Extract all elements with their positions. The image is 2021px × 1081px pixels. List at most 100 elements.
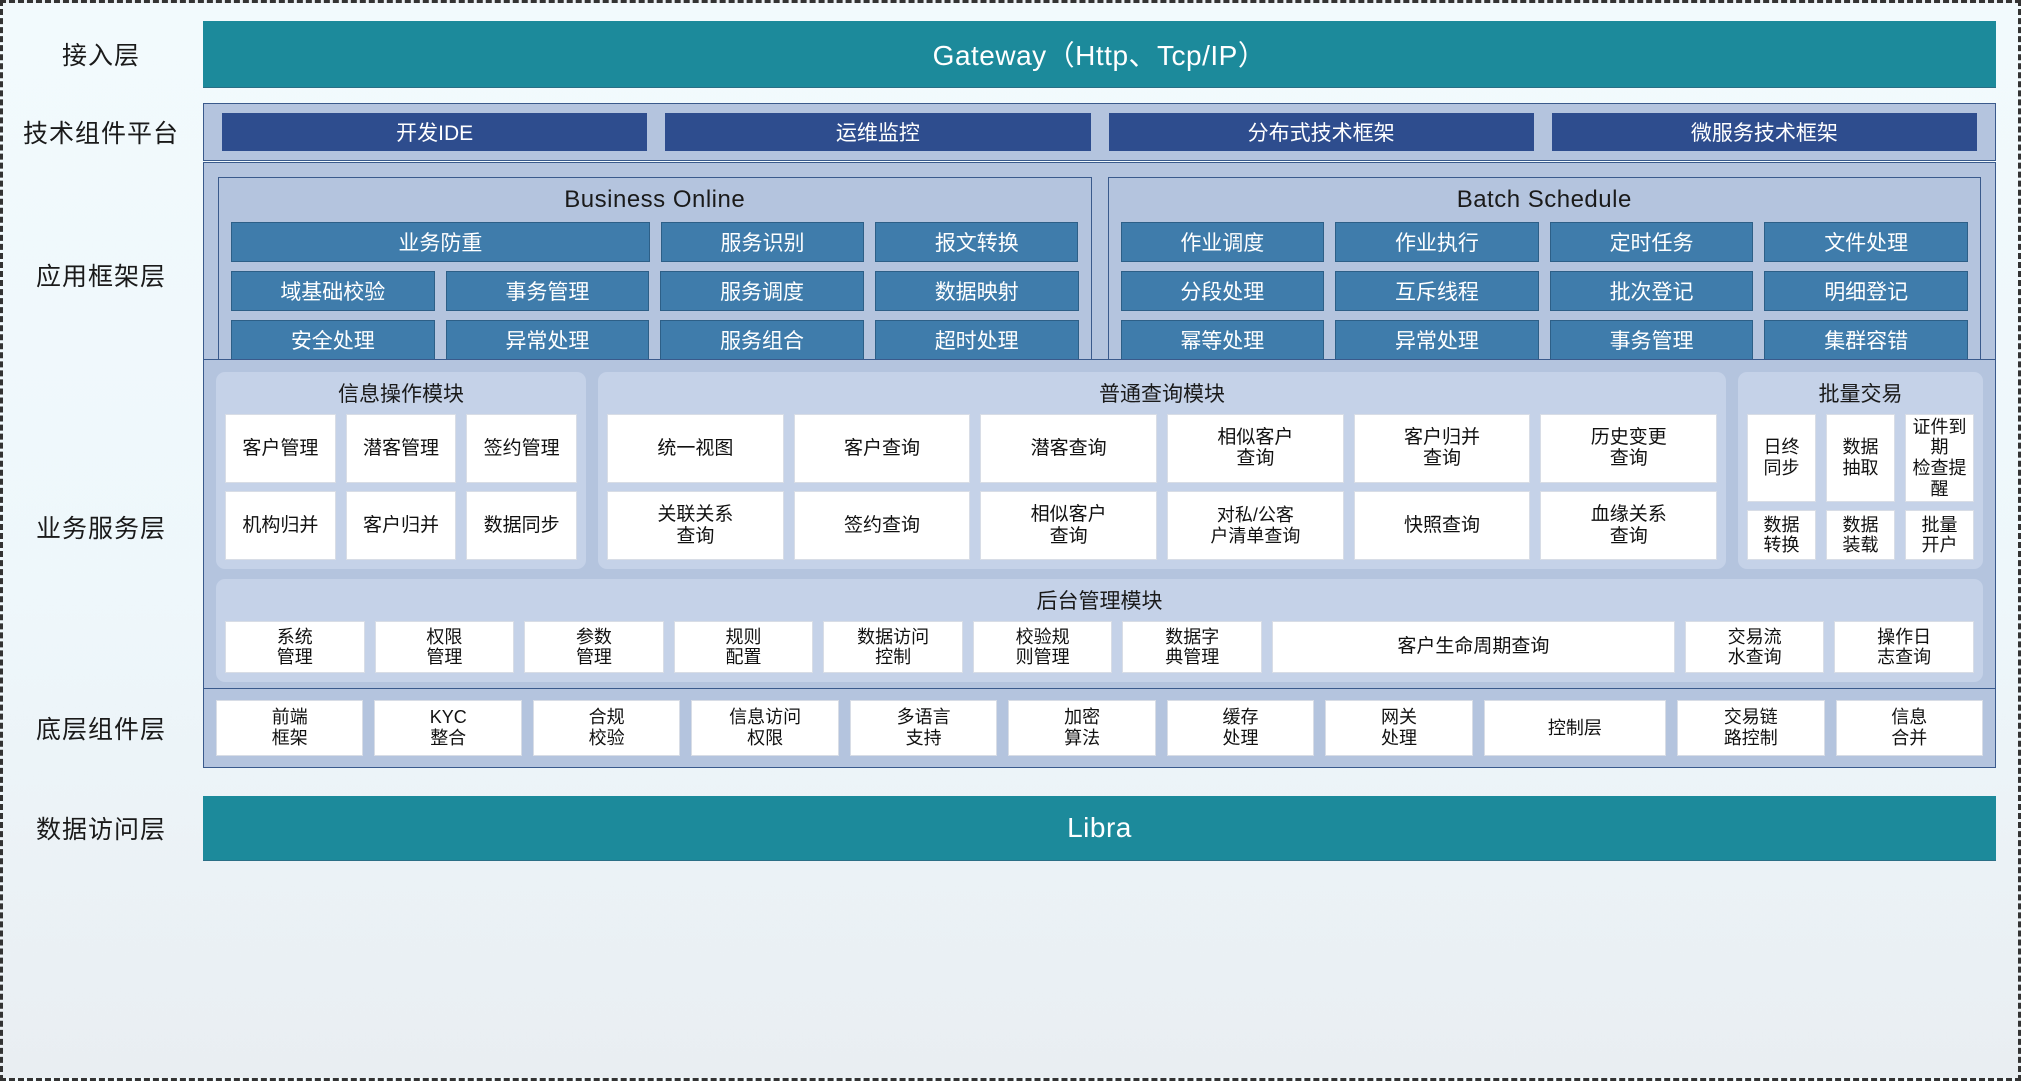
- cell-admin-1[interactable]: 权限管理: [374, 621, 515, 674]
- fw-cell-bo-2-3[interactable]: 超时处理: [874, 320, 1079, 360]
- cell-query-1-5[interactable]: 血缘关系查询: [1540, 491, 1718, 561]
- cell-admin-8[interactable]: 交易流水查询: [1684, 621, 1825, 674]
- cell-admin-4[interactable]: 数据访问控制: [823, 621, 963, 674]
- cell-query-0-4[interactable]: 客户归并查询: [1353, 413, 1531, 483]
- cell-query-1-1[interactable]: 签约查询: [793, 491, 971, 561]
- fw-cell-bs-0-0[interactable]: 作业调度: [1120, 222, 1325, 262]
- framework-group-batch-schedule: Batch Schedule 作业调度 作业执行 定时任务 文件处理 分段处理 …: [1107, 177, 1981, 373]
- cell-query-0-3[interactable]: 相似客户查询: [1167, 413, 1344, 483]
- fw-cell-bo-1-1[interactable]: 事务管理: [445, 271, 650, 311]
- cell-info-1-1[interactable]: 客户归并: [345, 491, 457, 561]
- fw-cell-bo-1-0[interactable]: 域基础校验: [231, 271, 435, 311]
- cell-query-0-0[interactable]: 统一视图: [607, 413, 784, 483]
- fw-cell-bo-2-2[interactable]: 服务组合: [660, 320, 864, 360]
- cell-admin-3[interactable]: 规则配置: [673, 621, 814, 674]
- fw-cell-bo-2-1[interactable]: 异常处理: [445, 320, 650, 360]
- fw-cell-bs-1-2[interactable]: 批次登记: [1549, 271, 1754, 311]
- batch-schedule-row-2: 分段处理 互斥线程 批次登记 明细登记: [1120, 271, 1968, 311]
- layer-label-base-component: 底层组件层: [35, 716, 166, 744]
- cell-admin-2[interactable]: 参数管理: [524, 621, 664, 674]
- fw-cell-bs-1-3[interactable]: 明细登记: [1764, 271, 1968, 311]
- gateway-bar: Gateway（Http、Tcp/IP）: [203, 21, 1996, 87]
- fw-cell-bs-1-1[interactable]: 互斥线程: [1335, 271, 1539, 311]
- cell-query-1-2[interactable]: 相似客户查询: [980, 491, 1158, 561]
- cell-base-3[interactable]: 信息访问权限: [691, 700, 839, 756]
- app-framework-body: Business Online 业务防重 服务识别 报文转换 域基础校验 事务管…: [203, 162, 1996, 388]
- fw-cell-bo-0-2[interactable]: 报文转换: [875, 222, 1079, 262]
- business-online-row-3: 安全处理 异常处理 服务组合 超时处理: [231, 320, 1079, 360]
- cell-query-0-1[interactable]: 客户查询: [793, 413, 971, 483]
- cell-base-10[interactable]: 信息合并: [1835, 700, 1984, 756]
- layer-label-data-access: 数据访问层: [35, 816, 166, 844]
- module-title-info-operations: 信息操作模块: [338, 382, 464, 406]
- business-module-row-bottom: 后台管理模块 系统管理 权限管理 参数管理 规则配置 数据访问控制 校验规则管理…: [216, 579, 1983, 683]
- module-common-query: 普通查询模块 统一视图 客户查询 潜客查询 相似客户查询 客户归并查询 历史变更…: [598, 371, 1726, 570]
- cell-info-0-2[interactable]: 签约管理: [466, 413, 578, 483]
- business-service-body: 信息操作模块 客户管理 潜客管理 签约管理 机构归并 客户归并 数据同步: [203, 358, 1996, 696]
- cell-query-0-2[interactable]: 潜客查询: [980, 413, 1158, 483]
- cell-base-7[interactable]: 网关处理: [1325, 700, 1473, 756]
- cell-base-2[interactable]: 合规校验: [532, 700, 681, 756]
- fw-cell-bo-1-3[interactable]: 数据映射: [874, 271, 1079, 311]
- business-online-grid: 业务防重 服务识别 报文转换 域基础校验 事务管理 服务调度 数据映射 安全处理: [231, 222, 1079, 360]
- cell-info-1-0[interactable]: 机构归并: [225, 491, 336, 561]
- layer-label-access: 接入层: [61, 42, 140, 70]
- cell-base-6[interactable]: 缓存处理: [1166, 700, 1315, 756]
- fw-cell-bo-0-0[interactable]: 业务防重: [231, 222, 650, 262]
- business-module-row-top: 信息操作模块 客户管理 潜客管理 签约管理 机构归并 客户归并 数据同步: [216, 371, 1983, 570]
- cell-base-9[interactable]: 交易链路控制: [1677, 700, 1825, 756]
- fw-cell-bs-0-3[interactable]: 文件处理: [1764, 222, 1968, 262]
- cell-admin-9[interactable]: 操作日志查询: [1834, 621, 1974, 674]
- cell-info-0-1[interactable]: 潜客管理: [345, 413, 457, 483]
- group-title-business-online: Business Online: [564, 186, 746, 213]
- cell-base-4[interactable]: 多语言支持: [849, 700, 998, 756]
- fw-cell-bo-2-0[interactable]: 安全处理: [231, 320, 435, 360]
- module-grid-batch-trade: 日终同步 数据抽取 证件到期检查提醒 数据转换 数据装载 批量开户: [1747, 413, 1974, 561]
- info-ops-row-1: 客户管理 潜客管理 签约管理: [225, 413, 578, 483]
- module-title-admin: 后台管理模块: [1036, 590, 1163, 614]
- fw-cell-bs-0-2[interactable]: 定时任务: [1549, 222, 1754, 262]
- cell-info-1-2[interactable]: 数据同步: [466, 491, 578, 561]
- cell-batch-1-2[interactable]: 批量开户: [1905, 510, 1974, 561]
- cell-base-0[interactable]: 前端框架: [216, 700, 364, 756]
- cell-admin-7[interactable]: 客户生命周期查询: [1272, 621, 1675, 674]
- fw-cell-bs-2-1[interactable]: 异常处理: [1335, 320, 1539, 360]
- cell-query-1-3[interactable]: 对私/公客户清单查询: [1167, 491, 1344, 561]
- tech-chip-ide[interactable]: 开发IDE: [222, 113, 648, 151]
- layer-data-access: 数据访问层 Libra: [3, 783, 2018, 873]
- tech-chip-ops[interactable]: 运维监控: [665, 113, 1091, 151]
- cell-admin-6[interactable]: 数据字典管理: [1122, 621, 1263, 674]
- common-query-row-2: 关联关系查询 签约查询 相似客户查询 对私/公客户清单查询 快照查询 血缘关系查…: [607, 491, 1718, 561]
- cell-admin-0[interactable]: 系统管理: [225, 621, 365, 674]
- cell-batch-0-0[interactable]: 日终同步: [1747, 413, 1816, 503]
- fw-cell-bs-2-2[interactable]: 事务管理: [1549, 320, 1754, 360]
- module-title-batch-trade: 批量交易: [1818, 382, 1903, 406]
- cell-base-8[interactable]: 控制层: [1483, 700, 1667, 756]
- layer-access: 接入层 Gateway（Http、Tcp/IP）: [3, 3, 2018, 95]
- cell-base-5[interactable]: 加密算法: [1008, 700, 1156, 756]
- fw-cell-bs-1-0[interactable]: 分段处理: [1120, 271, 1325, 311]
- access-body: Gateway（Http、Tcp/IP）: [203, 21, 1996, 87]
- admin-row-1: 系统管理 权限管理 参数管理 规则配置 数据访问控制 校验规则管理 数据字典管理…: [225, 621, 1974, 674]
- fw-cell-bo-1-2[interactable]: 服务调度: [660, 271, 864, 311]
- fw-cell-bo-0-1[interactable]: 服务识别: [660, 222, 865, 262]
- cell-batch-0-2[interactable]: 证件到期检查提醒: [1905, 413, 1974, 503]
- batch-schedule-row-3: 幂等处理 异常处理 事务管理 集群容错: [1120, 320, 1968, 360]
- cell-query-0-5[interactable]: 历史变更查询: [1540, 413, 1718, 483]
- cell-info-0-0[interactable]: 客户管理: [225, 413, 336, 483]
- cell-query-1-4[interactable]: 快照查询: [1353, 491, 1531, 561]
- cell-batch-1-0[interactable]: 数据转换: [1747, 510, 1816, 561]
- fw-cell-bs-2-0[interactable]: 幂等处理: [1120, 320, 1325, 360]
- cell-batch-0-1[interactable]: 数据抽取: [1826, 413, 1895, 503]
- fw-cell-bs-2-3[interactable]: 集群容错: [1764, 320, 1968, 360]
- tech-platform-body: 开发IDE 运维监控 分布式技术框架 微服务技术框架: [203, 103, 1996, 161]
- cell-admin-5[interactable]: 校验规则管理: [972, 621, 1113, 674]
- module-grid-info-operations: 客户管理 潜客管理 签约管理 机构归并 客户归并 数据同步: [225, 413, 578, 561]
- cell-batch-1-1[interactable]: 数据装载: [1826, 510, 1895, 561]
- cell-query-1-0[interactable]: 关联关系查询: [607, 491, 784, 561]
- tech-chip-microservice[interactable]: 微服务技术框架: [1551, 113, 1977, 151]
- tech-chip-distributed[interactable]: 分布式技术框架: [1108, 113, 1534, 151]
- fw-cell-bs-0-1[interactable]: 作业执行: [1335, 222, 1539, 262]
